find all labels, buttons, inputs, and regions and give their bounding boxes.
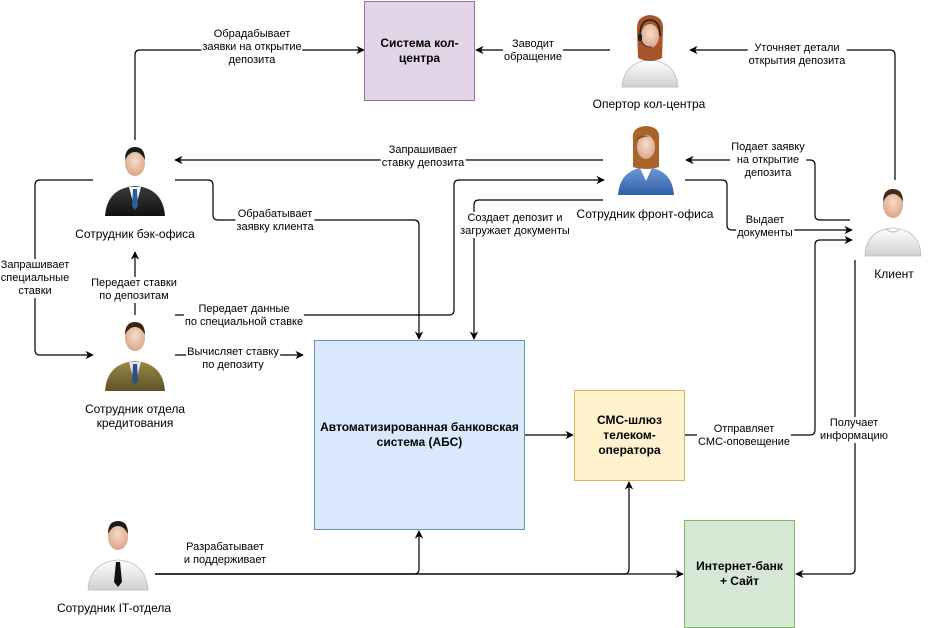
front-office-label: Сотрудник фронт-офиса xyxy=(576,207,714,221)
edge-label-it-to-systems: Разрабатывает и поддерживает xyxy=(182,541,268,567)
edge-front-to-abs xyxy=(469,199,603,340)
client-label: Клиент xyxy=(874,267,914,281)
edge-back-to-abs xyxy=(175,179,424,340)
edge-sms-to-client xyxy=(685,235,853,436)
back-office-icon xyxy=(105,147,165,216)
edge-label-operator-to-callcenter: Заводит обращение xyxy=(502,38,564,64)
sms-gateway-label: СМС-шлюз телеком- оператора xyxy=(596,413,662,457)
call-operator-icon xyxy=(621,15,679,88)
credit-dept-icon xyxy=(105,322,165,391)
edge-back-to-callcenter xyxy=(134,45,365,140)
edge-label-client-to-operator: Уточняет детали открытия депозита xyxy=(747,42,847,68)
edge-label-front-to-client: Выдает документы xyxy=(736,214,794,240)
edge-client-to-front xyxy=(685,155,850,221)
edge-label-sms-to-client: Отправляет СМС-оповещение xyxy=(696,423,792,449)
front-office-icon xyxy=(618,126,674,195)
edge-it-to-sms xyxy=(155,481,634,575)
edge-client-to-ibank xyxy=(795,260,856,579)
sms-gateway-node: СМС-шлюз телеком- оператора xyxy=(574,390,685,481)
call-operator-label: Опертор кол-центра xyxy=(592,97,706,111)
edge-label-front-to-abs: Создает депозит и загружает документы xyxy=(459,212,571,238)
edge-label-credit-to-back: Передает ставки по депозитам xyxy=(90,277,178,303)
abs-node: Автоматизированная банковская система (А… xyxy=(314,340,525,530)
edge-credit-to-front xyxy=(175,175,605,316)
edge-label-back-to-abs: Обрабатывает заявку клиента xyxy=(235,208,315,234)
edge-label-credit-to-front: Передает данные по специальной ставке xyxy=(183,303,305,329)
it-dept-label: Сотрудник IT-отдела xyxy=(56,601,172,615)
edge-label-client-to-ibank: Получает информацию xyxy=(819,417,889,443)
edge-label-front-to-back: Запрашивает ставку депозита xyxy=(380,144,466,170)
edge-label-credit-to-abs: Вычисляет ставку по депозиту xyxy=(186,346,280,372)
internet-bank-label: Интернет-банк + Сайт xyxy=(696,559,783,588)
edge-label-back-to-callcenter: Обрадабывает заявки на открытие депозита xyxy=(201,28,303,67)
credit-dept-label: Сотрудник отдела кредитования xyxy=(84,402,186,430)
abs-label: Автоматизированная банковская система (А… xyxy=(320,420,519,449)
call-center-system-node: Система кол- центра xyxy=(364,1,475,101)
it-dept-icon xyxy=(87,521,149,591)
edge-front-to-client xyxy=(685,179,853,235)
edge-client-to-operator xyxy=(689,45,896,180)
client-icon xyxy=(864,189,922,257)
edge-label-back-to-credit: Запрашивает специальные ставки xyxy=(0,259,71,298)
back-office-label: Сотрудник бэк-офиса xyxy=(75,227,195,241)
call-center-system-label: Система кол- центра xyxy=(380,36,459,65)
internet-bank-node: Интернет-банк + Сайт xyxy=(684,520,795,628)
edge-label-client-to-front: Подает заявку на открытие депозита xyxy=(730,141,806,180)
